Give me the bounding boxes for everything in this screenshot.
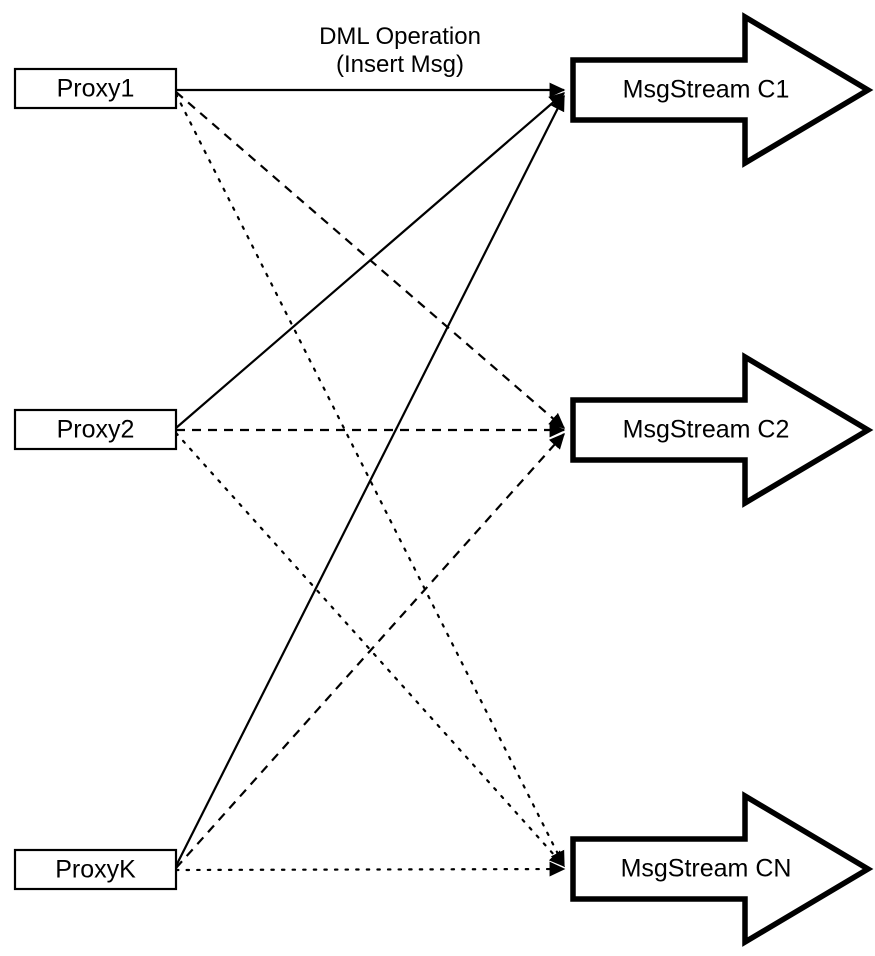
block-arrow-shape	[570, 352, 874, 508]
edge-label-line-1: DML Operation	[319, 23, 481, 50]
stream-label: MsgStream C2	[623, 416, 790, 444]
link-proxy2-c1	[175, 92, 566, 429]
link-proxyk-c2	[175, 432, 565, 869]
proxy-box	[13, 848, 178, 891]
stream-node-cn[interactable]: MsgStream CN	[570, 791, 874, 947]
stream-label: MsgStream C1	[623, 76, 790, 104]
proxy-node-proxy1[interactable]: Proxy1	[13, 67, 178, 110]
link-proxy2-cn	[174, 431, 566, 868]
proxy-node-proxy2[interactable]: Proxy2	[13, 408, 178, 451]
proxy-label: Proxy1	[57, 75, 135, 103]
stream-label: MsgStream CN	[621, 855, 792, 883]
block-arrow-shape	[570, 791, 874, 947]
proxy-node-proxyk[interactable]: ProxyK	[13, 848, 178, 891]
block-arrow-shape	[570, 12, 874, 168]
edge-label-line-2: (Insert Msg)	[336, 51, 464, 78]
proxy-label: Proxy2	[57, 416, 135, 444]
link-proxyk-cn	[174, 861, 566, 877]
link-proxyk-c1	[175, 94, 565, 867]
proxy-label: ProxyK	[55, 856, 136, 884]
stream-node-c1[interactable]: MsgStream C1	[570, 12, 874, 168]
stream-node-c2[interactable]: MsgStream C2	[570, 352, 874, 508]
proxy-box	[13, 67, 178, 110]
link-group	[174, 82, 566, 877]
proxy-box	[13, 408, 178, 451]
link-proxy1-cn	[174, 92, 566, 868]
edge-label-dml-operation: DML Operation (Insert Msg)	[319, 23, 481, 78]
